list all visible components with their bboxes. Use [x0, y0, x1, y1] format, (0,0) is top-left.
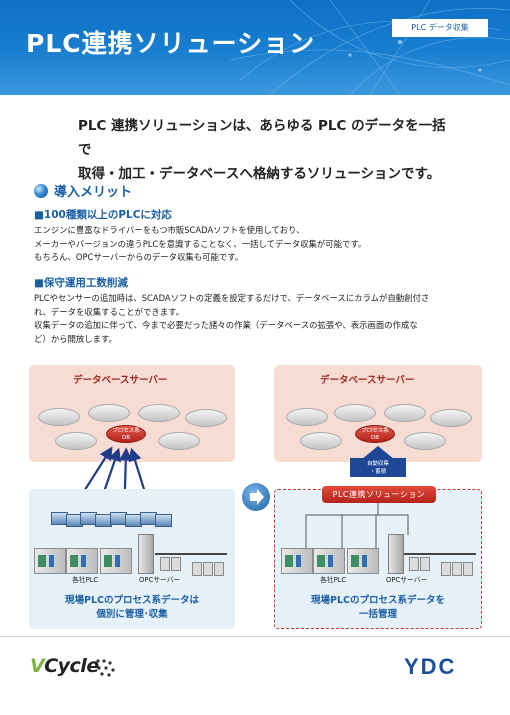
merit-title: 導入メリット [54, 185, 133, 200]
section-body: PLCやセンサーの追加時は、SCADAソフトの定義を設定するだけで、データベース… [34, 292, 494, 346]
database-disk-icon [185, 409, 227, 427]
io-module-icon [463, 562, 473, 576]
opc-server-icon [138, 534, 154, 574]
database-disk-icon [158, 432, 200, 450]
body-line: エンジンに豊富なドライバーをもつ市販SCADAソフトを使用しており、 [34, 225, 305, 235]
io-module-icon [214, 562, 224, 576]
plc-solution-banner: PLC連携ソリューション [322, 486, 436, 503]
io-module-icon [160, 557, 170, 571]
body-line: メーカーやバージョンの違うPLCを意識することなく、一括してデータ収集が可能です… [34, 238, 367, 249]
up-arrow-icon [362, 446, 394, 459]
database-disk-icon [300, 432, 342, 450]
opc-label: OPCサーバー [386, 576, 428, 584]
io-module-icon [171, 557, 181, 571]
process-db-icon: プロセス系 DB [355, 425, 395, 443]
io-module-icon [203, 562, 213, 576]
plc-label: 各社PLC [72, 576, 99, 584]
caption-line: 現場PLCのプロセス系データを [311, 595, 445, 606]
database-disk-icon [286, 408, 328, 426]
caption-line: 一括管理 [358, 609, 397, 620]
caption-line: 個別に管理･収集 [96, 609, 168, 620]
plc-device-icon [66, 548, 98, 574]
process-db-label: プロセス系 [361, 428, 389, 434]
opc-server-icon [388, 534, 404, 574]
plc-device-icon [281, 548, 313, 574]
io-module-icon [420, 557, 430, 571]
connection-lines [305, 503, 409, 548]
process-db-icon: プロセス系 DB [106, 425, 146, 443]
auto-collect-label: 自動収集 [366, 461, 389, 467]
process-db-label: DB [121, 435, 130, 441]
body-line: PLCやセンサーの追加時は、SCADAソフトの定義を設定するだけで、データベース… [34, 293, 430, 303]
io-module-icon [441, 562, 451, 576]
footer-divider [0, 636, 510, 637]
database-disk-icon [138, 404, 180, 422]
database-disk-icon [55, 432, 97, 450]
section-heading: ■100種類以上のPLCに対応 [34, 209, 172, 221]
intro-line: 取得・加工・データベースへ格納するソリューションです。 [78, 166, 441, 182]
globe-icon [34, 184, 48, 198]
right-caption: 現場PLCのプロセス系データを 一括管理 [274, 594, 482, 622]
io-module-icon [192, 562, 202, 576]
left-caption: 現場PLCのプロセス系データは 個別に管理･収集 [29, 594, 235, 622]
category-tag: PLC データ収集 [392, 19, 488, 37]
page-title: PLC連携ソリューション [26, 29, 316, 58]
body-line: もちろん、OPCサーバーからのデータ収集も可能です。 [34, 252, 244, 263]
io-module-icon [409, 557, 419, 571]
network-bus [155, 553, 227, 555]
opc-label: OPCサーバー [139, 576, 181, 584]
database-disk-icon [334, 404, 376, 422]
plc-device-icon [100, 548, 132, 574]
ydc-logo: YDC [404, 654, 457, 679]
process-db-label: DB [370, 435, 379, 441]
plc-device-icon [347, 548, 379, 574]
plc-label: 各社PLC [320, 576, 347, 584]
header-banner [0, 0, 510, 95]
intro-line: PLC 連携ソリューションは、あらゆる PLC のデータを一括で [78, 118, 446, 158]
io-module-icon [452, 562, 462, 576]
database-disk-icon [404, 432, 446, 450]
section-body: エンジンに豊富なドライバーをもつ市販SCADAソフトを使用しており、 メーカーや… [34, 224, 489, 265]
section-heading: ■保守運用工数削減 [34, 277, 128, 289]
auto-collect-label: ・蓄積 [369, 469, 387, 475]
database-disk-icon [384, 404, 426, 422]
process-db-label: プロセス系 [112, 428, 140, 434]
vcycle-logo: VCycle [30, 655, 99, 677]
computer-icon [155, 514, 172, 527]
body-line: ど）から開放します。 [34, 333, 117, 344]
database-disk-icon [88, 404, 130, 422]
plc-device-icon [313, 548, 345, 574]
body-line: 収集データの追加に伴って、今まで必要だった諸々の作業（データベースの拡張や、表示… [34, 320, 418, 331]
auto-collect-badge: 自動収集 ・蓄積 [350, 458, 406, 477]
caption-line: 現場PLCのプロセス系データは [65, 595, 199, 606]
db-server-label: データベースサーバー [320, 375, 415, 386]
plc-device-icon [34, 548, 66, 574]
db-server-label: データベースサーバー [73, 375, 168, 386]
network-bus [404, 553, 476, 555]
body-line: れ、データを収集することができます。 [34, 306, 184, 317]
database-disk-icon [38, 408, 80, 426]
intro-text: PLC 連携ソリューションは、あらゆる PLC のデータを一括で 取得・加工・デ… [78, 114, 458, 186]
transition-arrow-icon [242, 483, 270, 511]
database-disk-icon [430, 409, 472, 427]
vcycle-dots-icon [96, 659, 115, 677]
